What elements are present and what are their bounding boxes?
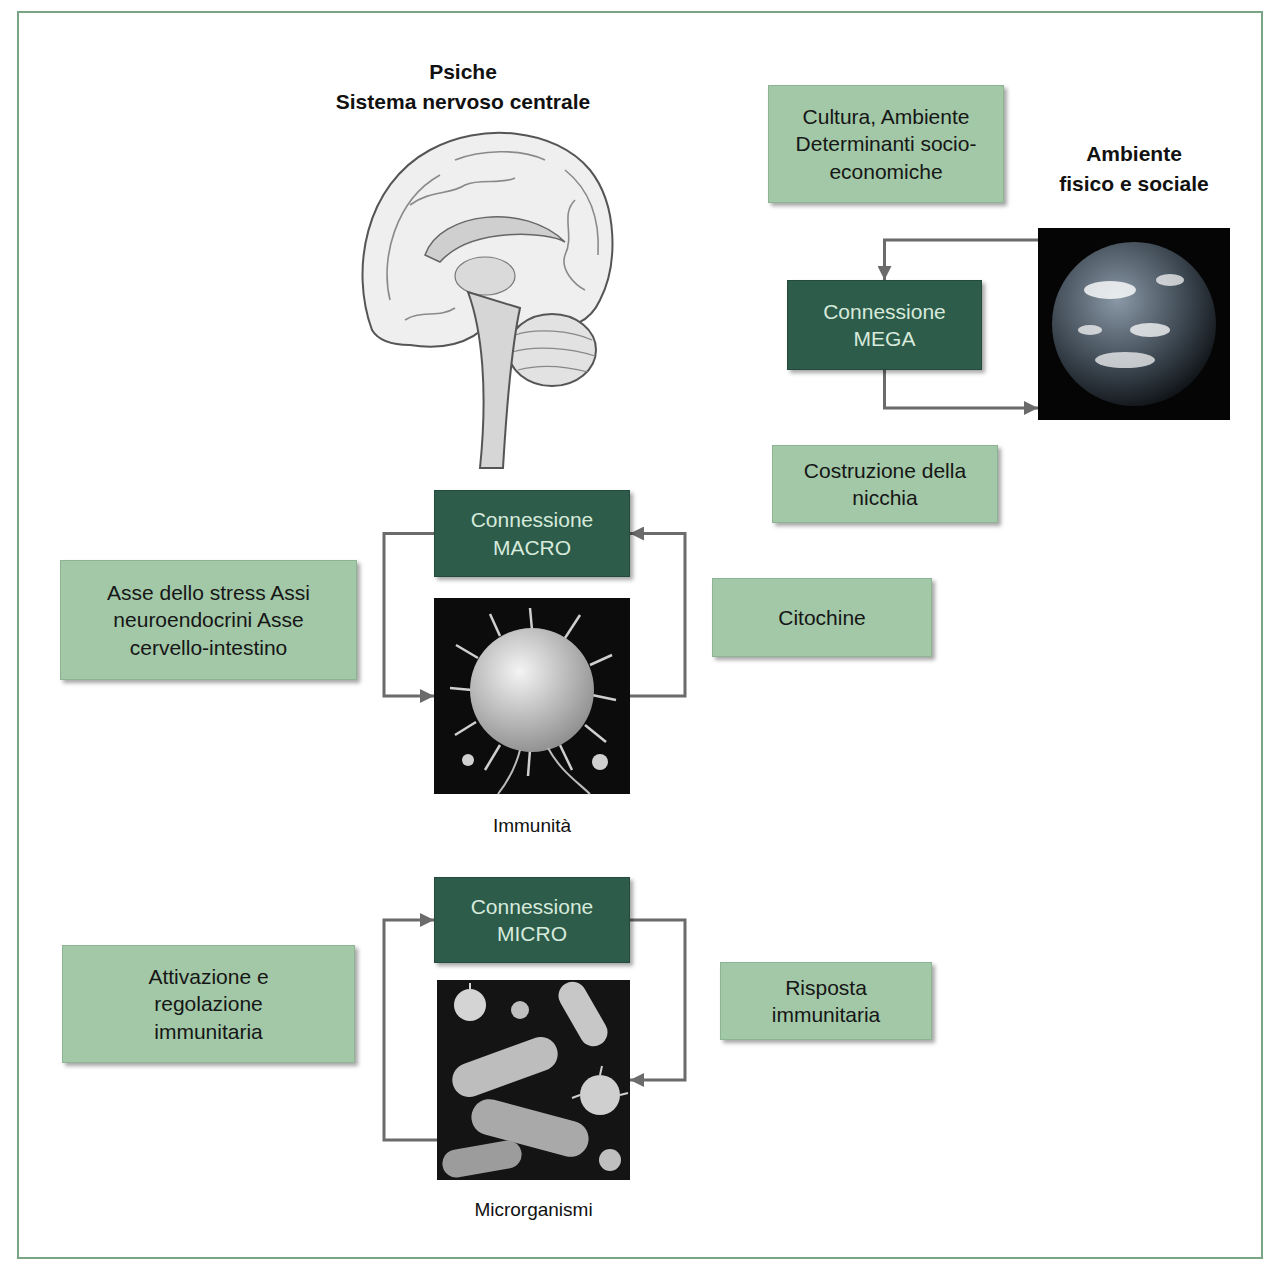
rod-bacterium <box>440 1138 524 1179</box>
cloud <box>1084 281 1136 299</box>
connection-box: Connessione MICRO <box>434 877 630 963</box>
rod-bacterium <box>553 977 612 1052</box>
virus-particle <box>580 1075 620 1115</box>
spike <box>565 615 580 638</box>
image-caption-block: Ambiente fisico e sociale <box>1058 139 1211 198</box>
spike <box>485 745 500 770</box>
connector-arrow <box>885 370 1039 408</box>
brain-illustration <box>363 133 613 468</box>
image-panel: Immunità <box>434 598 630 794</box>
factor-box: Asse dello stress Assi neuroendocrini As… <box>60 560 357 680</box>
gyrus-line <box>564 200 585 290</box>
spike <box>585 725 606 742</box>
earth-illustration <box>1038 228 1230 420</box>
photo-ground <box>1038 228 1230 420</box>
factor-box: Attivazione e regolazione immunitaria <box>62 945 355 1063</box>
virus-spike <box>620 1093 628 1095</box>
image-caption-block: Immunità <box>412 814 652 839</box>
rod-bacterium <box>448 1032 563 1102</box>
image-panel: Ambiente fisico e sociale <box>1038 228 1230 420</box>
gyrus-line <box>565 170 598 255</box>
image-panel: PsicheSistema nervoso centrale <box>338 120 588 470</box>
cell-blob <box>462 754 474 766</box>
connector-arrow <box>384 534 434 697</box>
cerebellum-fold <box>512 348 595 356</box>
box-text: Cultura, Ambiente Determinanti socio-eco… <box>787 103 985 185</box>
virus-particle <box>599 1149 621 1171</box>
image-caption: Ambiente fisico e sociale <box>1058 139 1211 198</box>
page-frame <box>18 12 1262 1258</box>
virus-spike <box>600 1066 602 1075</box>
globe <box>1052 242 1216 406</box>
image-caption: Microrganismi <box>414 1198 654 1223</box>
box-text: Citochine <box>725 604 919 631</box>
virus-spike <box>572 1095 580 1098</box>
virus-particle <box>454 989 486 1021</box>
cerebellum-fold <box>518 366 588 372</box>
gyrus-line <box>410 178 515 205</box>
box-text: Attivazione e regolazione immunitaria <box>103 963 314 1045</box>
thalamus <box>455 257 515 295</box>
connector-arrow <box>630 534 685 697</box>
cell-spikes <box>450 608 616 776</box>
box-text: Costruzione della nicchia <box>787 457 983 512</box>
filament <box>548 748 590 794</box>
brainstem <box>468 292 520 468</box>
cloud <box>1078 325 1102 335</box>
cloud <box>1095 352 1155 368</box>
photo-ground <box>437 980 630 1180</box>
spike <box>528 750 530 776</box>
image-caption: Sistema nervoso centrale <box>303 87 623 116</box>
gyrus-line <box>387 175 440 300</box>
box-text: Connessione MICRO <box>445 893 619 948</box>
factor-box: Citochine <box>712 578 932 657</box>
spike <box>455 722 476 735</box>
corpus-callosum <box>425 217 565 262</box>
spike <box>530 608 532 630</box>
box-text: Connessione MACRO <box>445 506 619 561</box>
spike <box>450 688 472 690</box>
cerebellum <box>508 314 596 386</box>
filament <box>498 750 520 794</box>
factor-box: Risposta immunitaria <box>720 962 932 1040</box>
box-text: Risposta immunitaria <box>733 974 919 1029</box>
spike <box>490 614 500 636</box>
spike <box>592 695 616 700</box>
spike <box>456 645 478 658</box>
connector-arrow <box>885 240 1039 280</box>
factor-box: Cultura, Ambiente Determinanti socio-eco… <box>768 85 1004 203</box>
image-caption: Psiche <box>303 57 623 86</box>
virus-spike <box>469 983 471 989</box>
immune-cell-illustration <box>434 598 630 794</box>
gyrus-line <box>405 308 455 320</box>
connector-arrow <box>630 920 685 1080</box>
image-caption-block: Microrganismi <box>414 1198 654 1223</box>
cell-blob <box>592 754 608 770</box>
spike <box>590 655 612 665</box>
microbes-illustration <box>437 977 630 1180</box>
box-text: Asse dello stress Assi neuroendocrini As… <box>79 579 338 661</box>
cerebellum-fold <box>515 331 592 340</box>
factor-box: Costruzione della nicchia <box>772 445 998 523</box>
connection-box: Connessione MACRO <box>434 490 630 577</box>
connector-arrow <box>384 920 437 1140</box>
connection-box: Connessione MEGA <box>787 280 982 370</box>
image-caption-block: PsicheSistema nervoso centrale <box>303 57 623 116</box>
box-text: Connessione MEGA <box>798 298 971 353</box>
cell-body <box>470 628 594 752</box>
image-panel: Microrganismi <box>437 980 630 1180</box>
image-caption: Immunità <box>412 814 652 839</box>
gyrus-line <box>455 152 545 160</box>
virus-particle <box>511 1001 529 1019</box>
photo-ground <box>434 598 630 794</box>
cloud <box>1156 274 1184 286</box>
cloud <box>1130 323 1170 337</box>
